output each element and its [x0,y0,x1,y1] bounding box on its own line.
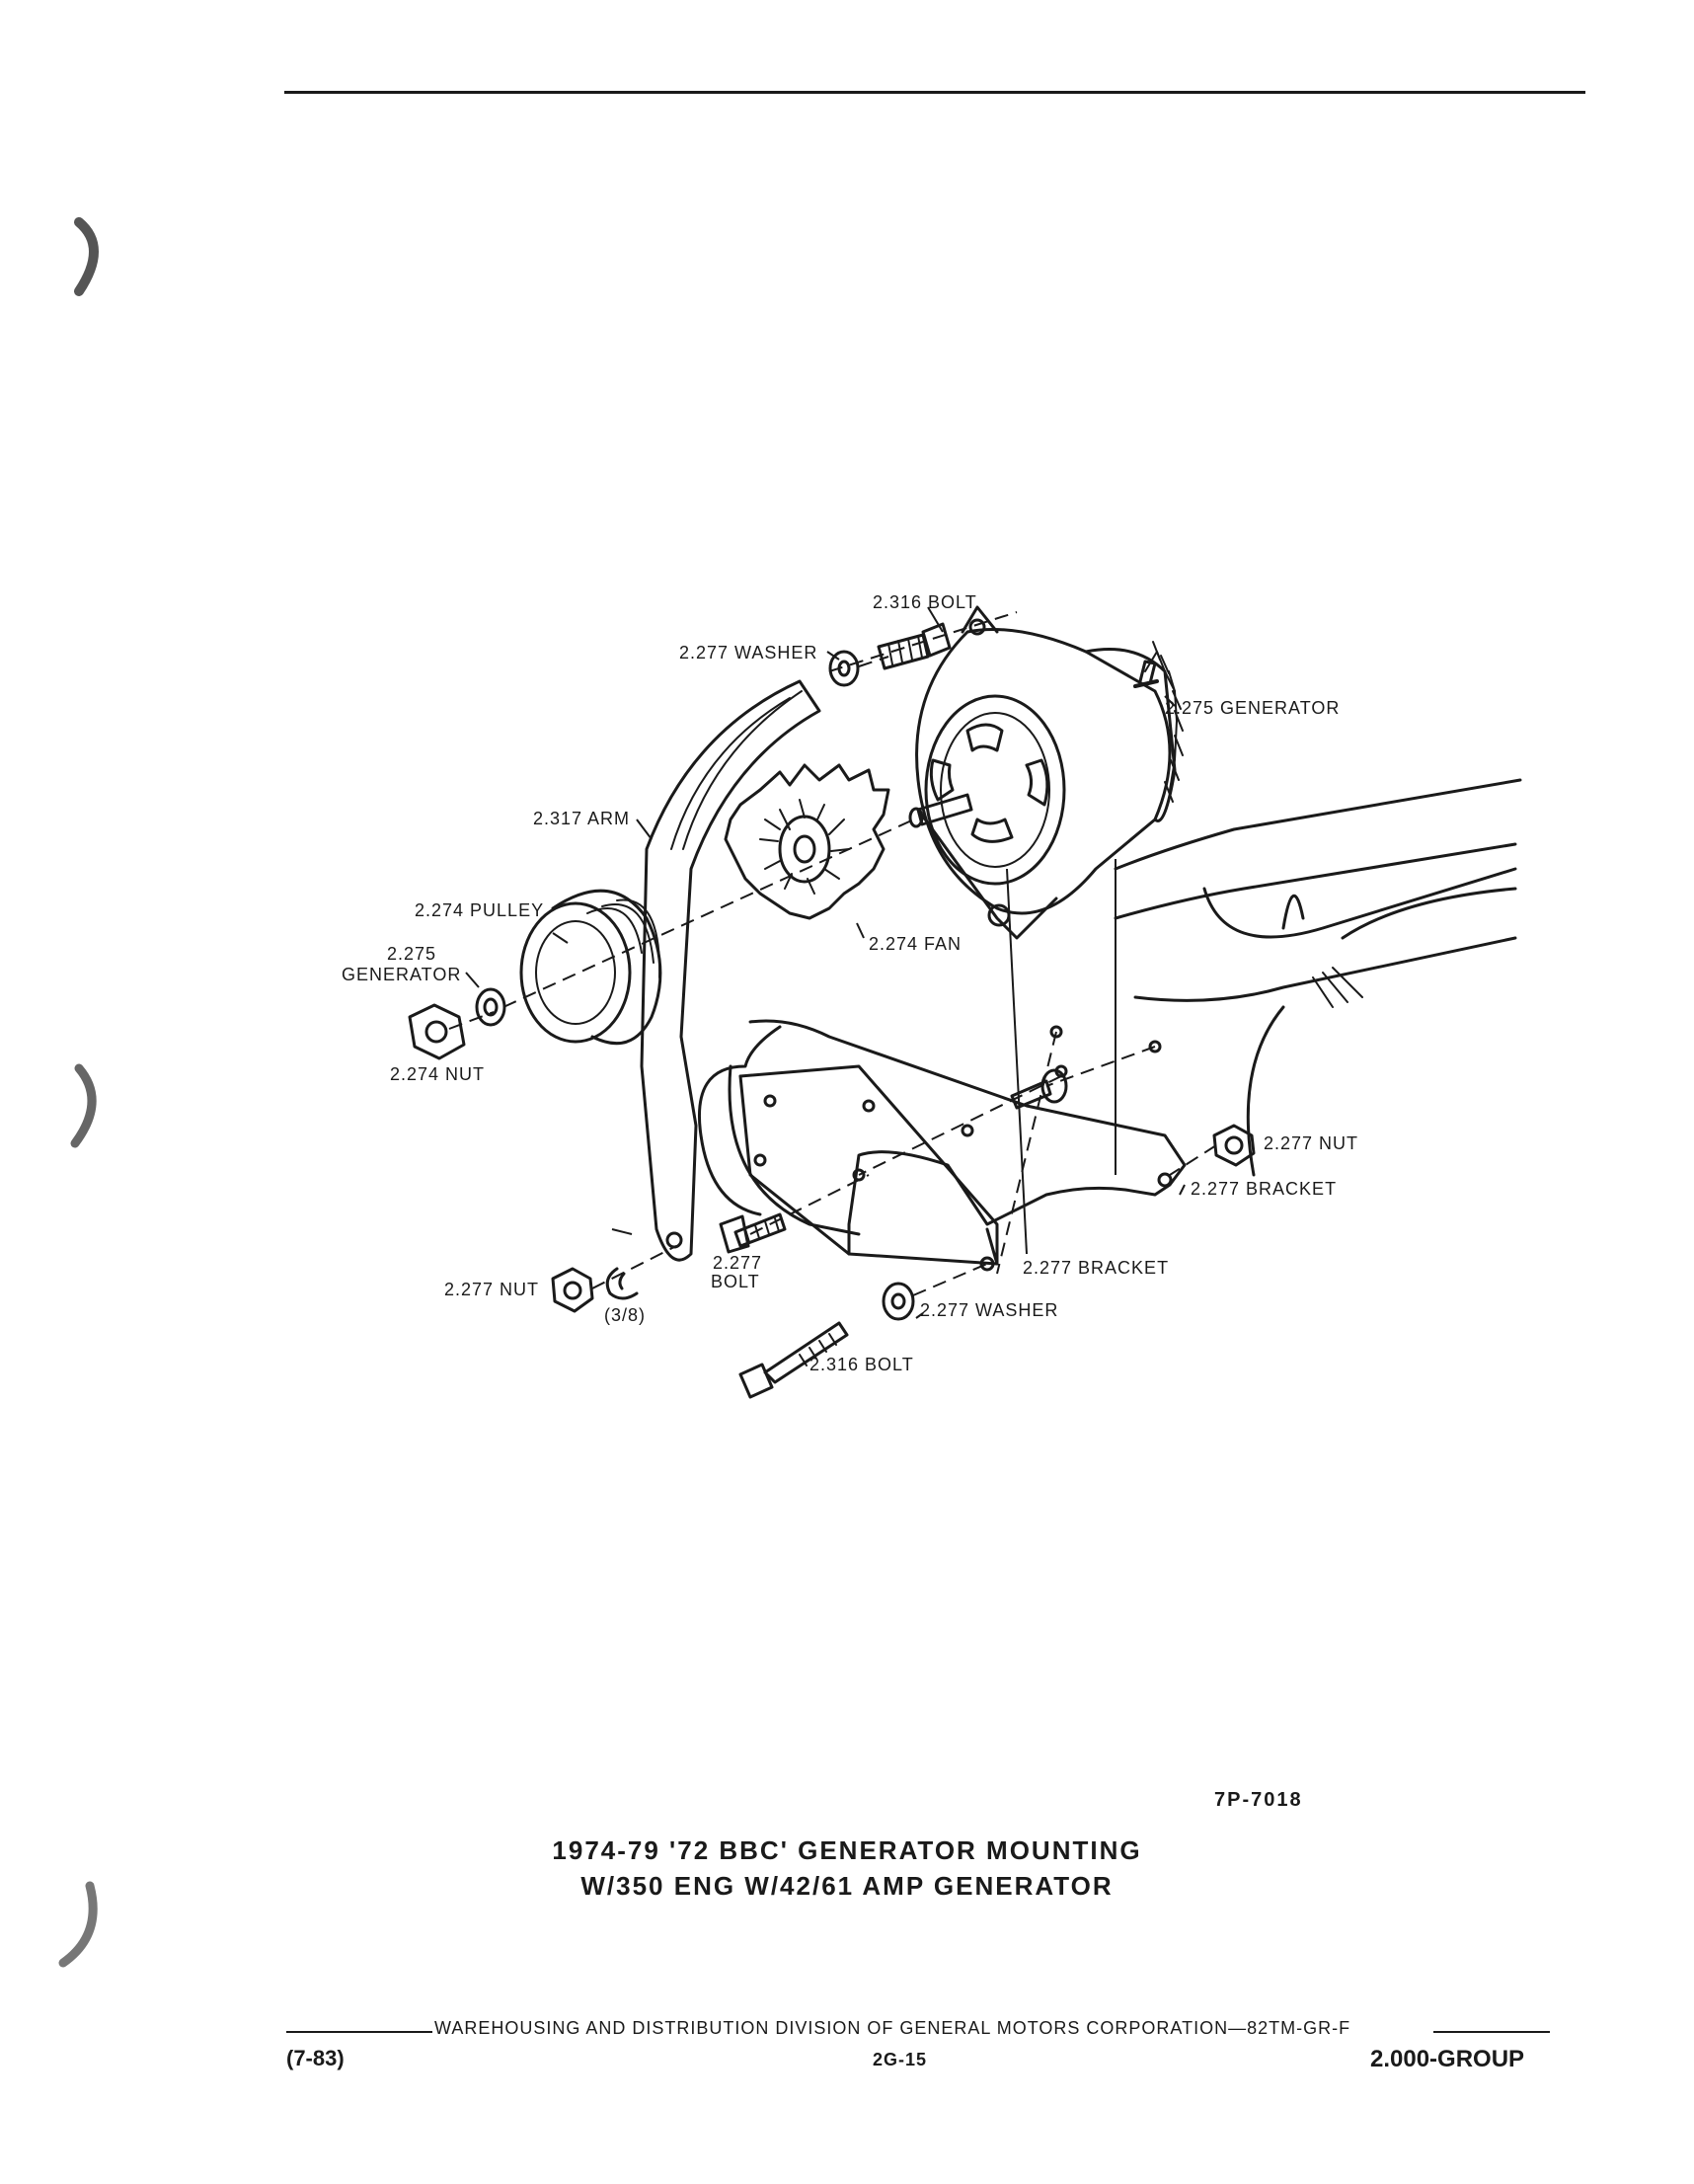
footer-rule-right [1433,2031,1550,2033]
pulley-washer [475,987,506,1027]
label-bolt-top: 2.316 BOLT [873,592,977,612]
label-generator-main: 2.275 GENERATOR [1165,698,1340,718]
label-fan: 2.274 FAN [869,934,962,954]
footer-rule-left [286,2031,432,2033]
pulley-nut [408,1003,466,1060]
mounting-bracket [698,1019,1187,1272]
right-nut [1212,1124,1256,1167]
adjusting-arm [640,679,821,1262]
figure-number: 7P-7018 [1214,1789,1303,1811]
footer-group: 2.000-GROUP [1370,2046,1525,2072]
label-generator-small-1: 2.275 [387,944,436,964]
header-rule [284,91,1585,94]
footer-publisher: WAREHOUSING AND DISTRIBUTION DIVISION OF… [434,2018,1351,2038]
generator-shaft [908,793,973,828]
binder-hole-bottom [58,1881,98,1968]
label-generator-small-2: GENERATOR [342,965,461,984]
label-nut-right: 2.277 NUT [1264,1133,1358,1153]
label-nut-left: 2.274 NUT [390,1064,485,1084]
label-bolt-mid-1: 2.277 [713,1253,762,1273]
engine-outline [1114,778,1522,1177]
label-arm: 2.317 ARM [533,809,630,828]
bottom-washer [882,1282,915,1321]
top-bolt [877,622,952,670]
label-pulley: 2.274 PULLEY [415,900,544,920]
label-nut-bottom: 2.277 NUT [444,1280,539,1299]
label-bolt-mid-2: BOLT [711,1272,760,1291]
drive-pulley [519,889,662,1046]
label-bolt-bottom: 2.316 BOLT [809,1355,914,1374]
bottom-bolt [738,1321,849,1399]
label-bracket-right: 2.277 BRACKET [1191,1179,1337,1199]
lock-washer [605,1267,639,1300]
binder-hole-top [74,217,99,296]
cooling-fan [724,763,890,920]
generator-body [915,605,1184,940]
diagram-title-line-1: 1974-79 '72 BBC' GENERATOR MOUNTING [552,1835,1142,1865]
label-bracket-center: 2.277 BRACKET [1023,1258,1169,1278]
label-nut-bottom-size: (3/8) [604,1305,646,1325]
bottom-nut [551,1267,594,1313]
label-washer-bottom: 2.277 WASHER [920,1300,1058,1320]
diagram-title-line-2: W/350 ENG W/42/61 AMP GENERATOR [580,1871,1114,1901]
footer-page: 2G-15 [873,2050,928,2069]
binder-hole-middle [70,1063,97,1148]
footer-date: (7-83) [286,2046,345,2070]
label-washer-top: 2.277 WASHER [679,643,817,663]
